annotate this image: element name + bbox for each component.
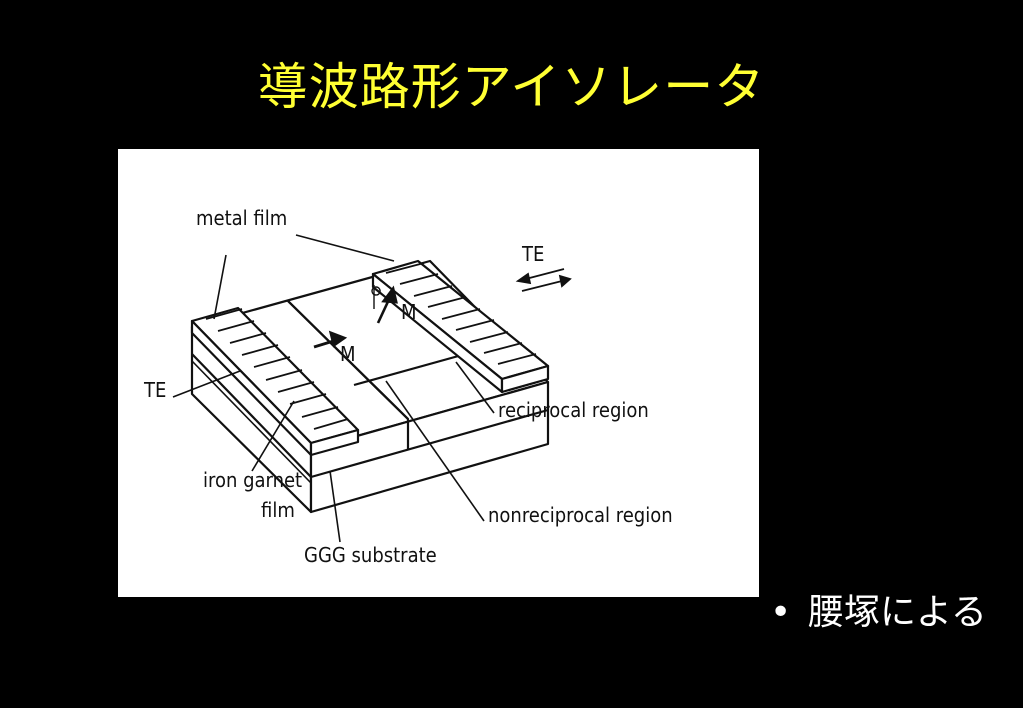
leader-te-left: [172, 370, 241, 398]
substrate-right-face: [309, 380, 550, 514]
label-ggg-substrate: GGG substrate: [304, 543, 437, 567]
label-te-left: TE: [143, 378, 166, 402]
leader-nonreciprocal: [385, 380, 485, 522]
label-metal-film: metal film: [196, 206, 287, 230]
metal-pad-right-side: [500, 364, 550, 394]
region-boundary-front: [287, 300, 410, 449]
slide-title: 導波路形アイソレータ: [257, 58, 766, 116]
label-nonreciprocal-region: nonreciprocal region: [488, 503, 673, 527]
bullet-marker: •: [770, 592, 792, 633]
label-reciprocal-region: reciprocal region: [498, 398, 649, 422]
credit-bullet-item: • 腰塚による: [770, 588, 1020, 638]
label-m-top: M: [401, 300, 417, 324]
credit-text: 腰塚による: [808, 592, 987, 633]
metal-stripes-right: [385, 262, 537, 365]
label-te-right: TE: [521, 242, 544, 266]
leader-metal-film-left: [213, 254, 227, 320]
label-m-middle: M: [340, 342, 356, 366]
isolator-diagram: metal film TE TE M M reciprocal region i…: [143, 206, 673, 567]
garnet-layer-line: [191, 353, 549, 479]
metal-pad-left-side: [309, 428, 360, 457]
leader-ggg: [329, 470, 341, 543]
isolator-diagram-panel: metal film TE TE M M reciprocal region i…: [118, 149, 759, 597]
leader-metal-film-right: [295, 234, 395, 262]
metal-stripes-left: [205, 308, 349, 430]
label-iron-garnet-film: film: [261, 498, 295, 522]
leader-iron-garnet: [251, 400, 295, 472]
leader-reciprocal: [455, 361, 495, 414]
te-double-arrow-icon: [515, 268, 572, 292]
label-iron-garnet: iron garnet: [203, 468, 302, 492]
